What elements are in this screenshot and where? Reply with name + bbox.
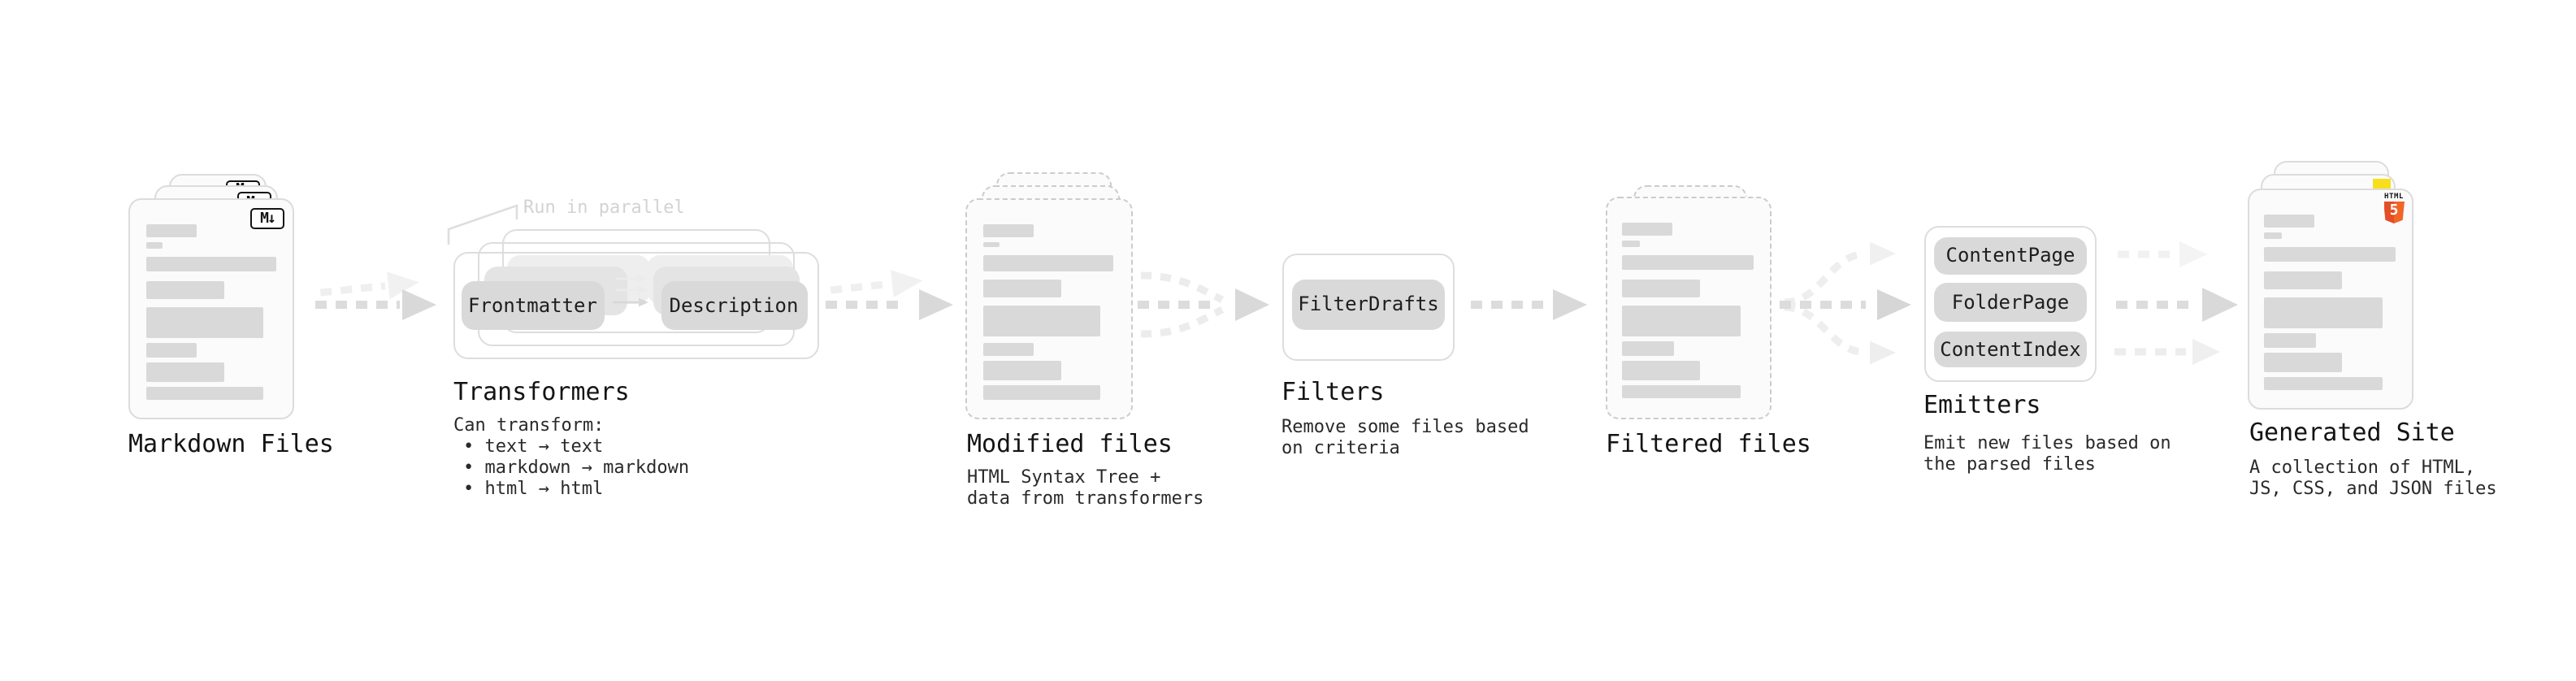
transformers-note-item: • markdown → markdown — [463, 457, 690, 478]
transformers-note-item: • text → text — [463, 436, 604, 457]
html5-icon-shield: 5 — [2383, 201, 2405, 223]
arrow-emitters-to-generated — [2114, 241, 2238, 365]
arrow-filters-to-filtered — [1471, 289, 1587, 320]
stage-label-emitters: Emitters — [1923, 390, 2041, 419]
stage-label-filtered-files: Filtered files — [1606, 429, 1811, 458]
placeholder-text-line — [2264, 246, 2395, 262]
arrow-filtered-to-emitters — [1780, 241, 1911, 365]
stage-label-markdown-files: Markdown Files — [128, 429, 334, 458]
generated-site-note-line: JS, CSS, and JSON files — [2249, 478, 2497, 499]
emitter-node-contentpage: ContentPage — [1934, 237, 2087, 274]
placeholder-text-line — [2264, 215, 2314, 228]
placeholder-text-line — [145, 306, 263, 337]
placeholder-text-line — [1622, 341, 1673, 355]
filters-note: Remove some files based on criteria — [1281, 416, 1529, 458]
placeholder-text-line — [145, 256, 276, 271]
generated-site-note-line: A collection of HTML, — [2249, 457, 2476, 478]
placeholder-text-line — [145, 242, 163, 248]
transformers-note: Can transform: • text → text • markdown … — [453, 414, 689, 499]
placeholder-text-line — [2264, 297, 2382, 327]
html5-icon-shield-highlight — [2394, 201, 2405, 223]
placeholder-text-line — [982, 280, 1060, 297]
markdown-icon: M↓ — [250, 208, 284, 229]
placeholder-text-line — [1622, 279, 1700, 297]
filters-frame — [1281, 254, 1455, 360]
filters-note-line: Remove some files based — [1281, 416, 1529, 437]
transformer-node-frontmatter: Frontmatter — [462, 280, 604, 329]
arrow-markdown-to-transformers — [315, 271, 436, 320]
placeholder-text-line — [1622, 305, 1740, 336]
js-icon — [2372, 179, 2390, 188]
placeholder-text-line — [1622, 360, 1700, 380]
placeholder-text-line — [1622, 223, 1672, 236]
placeholder-text-line — [982, 342, 1034, 356]
placeholder-text-line — [982, 223, 1033, 236]
run-in-parallel-annotation: Run in parallel — [523, 197, 685, 218]
placeholder-text-line — [982, 241, 1000, 247]
placeholder-text-line — [145, 224, 196, 237]
markdown-icon-label: M↓ — [260, 210, 276, 227]
transformers-frame-front — [453, 252, 818, 359]
placeholder-text-line — [2264, 232, 2281, 238]
markdown-file-card-front: M↓ — [128, 198, 294, 419]
filtered-file-card-front — [1605, 197, 1772, 419]
emitter-node-folderpage: FolderPage — [1934, 283, 2087, 321]
stage-label-filters: Filters — [1281, 377, 1385, 406]
placeholder-text-line — [2264, 333, 2315, 347]
placeholder-text-line — [1622, 254, 1753, 270]
filter-node-filterdrafts: FilterDrafts — [1292, 279, 1445, 329]
emitters-frame — [1923, 226, 2097, 382]
generated-site-note: A collection of HTML, JS, CSS, and JSON … — [2249, 457, 2497, 499]
stage-label-generated-site: Generated Site — [2249, 418, 2455, 447]
html5-icon-word: HTML — [2383, 193, 2405, 201]
html5-icon-number: 5 — [2389, 203, 2399, 219]
placeholder-text-line — [982, 306, 1100, 336]
modified-files-note: HTML Syntax Tree + data from transformer… — [967, 466, 1203, 509]
placeholder-text-line — [2264, 271, 2342, 288]
placeholder-text-line — [982, 385, 1100, 399]
placeholder-text-line — [145, 280, 223, 298]
placeholder-text-line — [145, 362, 223, 381]
placeholder-text-line — [1622, 384, 1740, 398]
modified-files-note-line: HTML Syntax Tree + — [967, 466, 1161, 488]
placeholder-text-line — [2264, 376, 2382, 390]
placeholder-text-line — [145, 343, 197, 357]
modified-file-card-front — [965, 197, 1132, 419]
filters-note-line: on criteria — [1281, 437, 1400, 458]
placeholder-text-line — [982, 361, 1060, 380]
html5-icon: HTML 5 — [2383, 193, 2405, 223]
placeholder-text-line — [982, 255, 1113, 271]
stage-label-modified-files: Modified files — [967, 429, 1173, 458]
emitters-note-line: the parsed files — [1923, 453, 2096, 475]
placeholder-text-line — [2264, 352, 2342, 371]
transformers-note-item: • html → html — [463, 478, 604, 499]
arrow-modified-to-filters — [1138, 271, 1269, 338]
stage-label-transformers: Transformers — [453, 377, 630, 406]
emitters-note-line: Emit new files based on — [1923, 432, 2171, 453]
emitters-note: Emit new files based on the parsed files — [1923, 432, 2171, 475]
emitter-node-contentindex: ContentIndex — [1934, 331, 2087, 367]
generated-site-card-front: HTML 5 — [2247, 189, 2413, 409]
modified-files-note-line: data from transformers — [967, 488, 1204, 509]
transformer-node-description: Description — [661, 280, 807, 329]
placeholder-text-line — [1622, 241, 1639, 246]
transformers-note-title: Can transform: — [453, 414, 605, 436]
placeholder-text-line — [145, 386, 263, 400]
arrow-transformers-to-modified — [826, 270, 953, 320]
